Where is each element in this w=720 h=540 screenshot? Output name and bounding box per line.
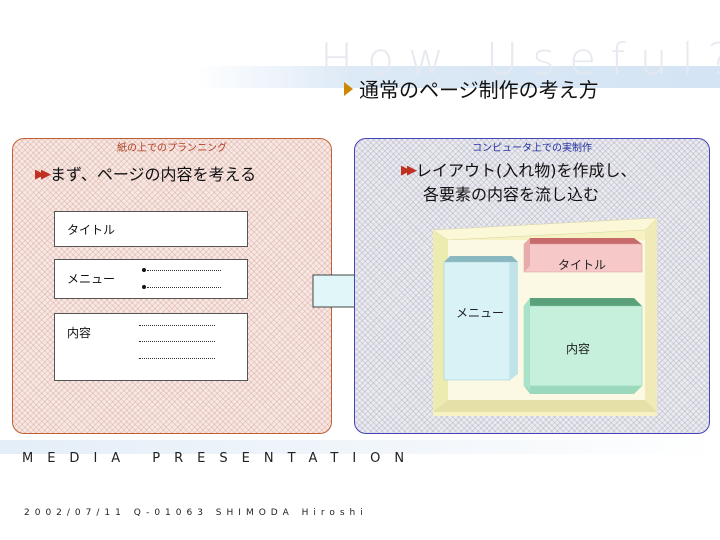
background-watermark-text: How Useful? [320,34,720,85]
decorative-band-top [195,66,720,88]
layout-menu-label: メニュー [456,306,505,320]
layout-content-block-side [524,298,530,390]
paper-planning-caption: 紙の上でのプランニング [117,143,227,154]
sketch-menu-line [147,270,221,271]
layout-content-label: 内容 [566,342,591,356]
double-triangle-bullet-icon: ▶▶ [401,163,417,178]
footer-brand: MEDIA PRESENTATION [22,451,419,466]
layout-title-label: タイトル [558,258,607,272]
layout-title-block [523,243,643,273]
layout-content-block-top [524,298,642,306]
layout-menu-block-top [444,256,518,262]
layout-content-block [523,305,643,387]
paper-planning-heading: ▶▶まず、ページの内容を考える [35,163,256,187]
layout-container-right-rim [645,218,657,412]
layout-3d-illustration [432,218,658,416]
double-triangle-bullet-icon: ▶▶ [35,167,51,182]
sketch-menu-label: メニュー [67,272,116,286]
computer-production-caption: コンピュータ上での実制作 [472,143,592,154]
sketch-content-line [139,358,215,359]
sketch-title-box: タイトル [54,211,248,247]
sketch-content-box: 内容 [54,313,248,381]
layout-title-block-top [524,238,642,244]
layout-content-block-bottom [524,386,642,394]
sketch-menu-box: メニュー [54,259,248,299]
computer-production-heading-line2: 各要素の内容を流し込む [423,185,600,204]
paper-planning-panel: 紙の上でのプランニング ▶▶まず、ページの内容を考える タイトル メニュー 内容 [12,138,332,434]
layout-title-block-side [524,238,530,272]
computer-production-heading-text-1: レイアウト(入れ物)を作成し、 [416,161,637,180]
slide-title-text: 通常のページ制作の考え方 [359,78,599,102]
sketch-content-line [139,341,215,342]
sketch-content-line [139,325,215,326]
layout-container-bottom-rim [433,400,657,412]
slide-title: 通常のページ制作の考え方 [344,74,599,103]
layout-menu-block [443,261,511,381]
sketch-content-label: 内容 [67,326,92,340]
decorative-band-bottom [0,440,720,454]
computer-production-heading-line1: ▶▶レイアウト(入れ物)を作成し、 [401,159,637,183]
footer-meta: 2002/07/11 Q-01063 SHIMODA Hiroshi [24,508,368,518]
sketch-menu-line [147,287,221,288]
layout-menu-block-side [510,262,518,380]
sketch-menu-bullet [142,268,146,272]
paper-planning-heading-text: まず、ページの内容を考える [50,165,257,184]
triangle-bullet-icon [344,82,353,96]
sketch-menu-bullet [142,285,146,289]
sketch-title-label: タイトル [67,223,116,237]
